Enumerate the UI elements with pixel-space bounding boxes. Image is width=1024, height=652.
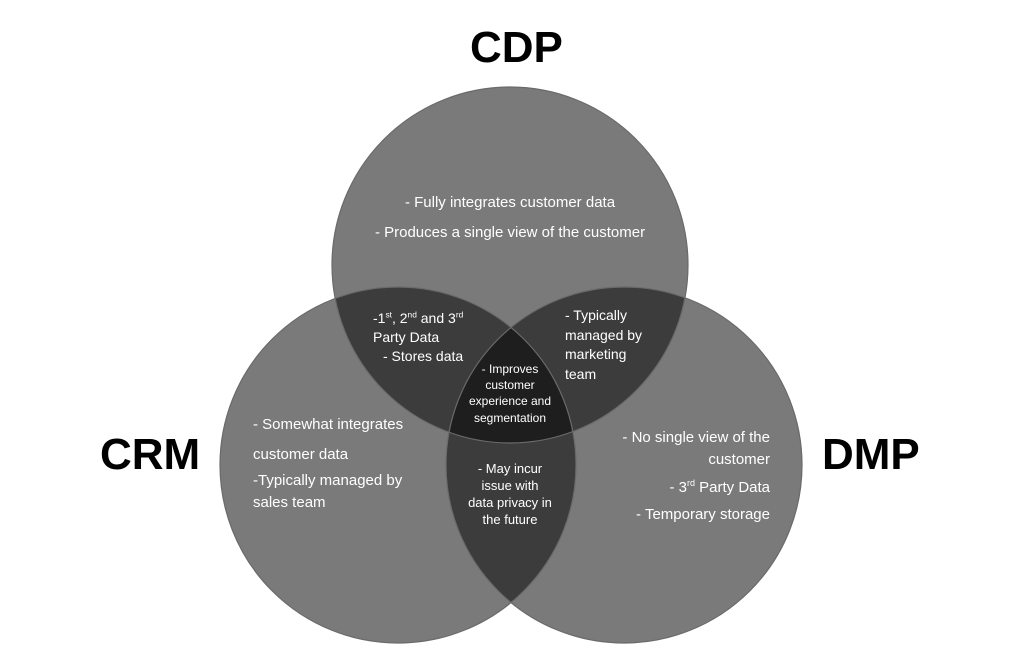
overlap-center — [446, 287, 576, 443]
cdp-crm-text-2: - Stores data — [383, 347, 464, 364]
label-dmp: DMP — [822, 430, 920, 479]
region-cdp-dmp: - Typically managed by marketing team — [565, 306, 661, 384]
dmp-text-3: - Temporary storage — [636, 506, 770, 524]
dmp-text-1: - No single view of the customer — [622, 429, 770, 468]
region-crm-dmp: - May incur issue with data privacy in t… — [468, 461, 552, 529]
region-cdp-only: - Fully integrates customer data - Produ… — [368, 192, 652, 244]
label-crm: CRM — [100, 430, 201, 479]
crm-text-2: -Typically managed by sales team — [253, 472, 403, 511]
crm-dmp-text-1: - May incur issue with data privacy in t… — [468, 461, 552, 527]
region-cdp-crm: -1st, 2nd and 3rd Party Data - Stores da… — [373, 309, 493, 366]
cdp-text-2: - Produces a single view of the customer — [374, 223, 646, 241]
center-text-1: - Improves customer experience and segme… — [468, 362, 552, 425]
region-dmp-only: - No single view of the customer - 3rd P… — [584, 427, 770, 526]
crm-text-1: - Somewhat integrates customer data — [253, 416, 404, 463]
region-center: - Improves customer experience and segme… — [465, 361, 555, 426]
cdp-crm-text-1: -1st, 2nd and 3rd Party Data — [373, 309, 464, 345]
label-cdp: CDP — [470, 23, 563, 72]
cdp-dmp-text-1: - Typically managed by marketing team — [565, 307, 643, 382]
cdp-text-1: - Fully integrates customer data — [404, 194, 616, 211]
dmp-text-2: - 3rd Party Data — [669, 477, 770, 496]
region-crm-only: - Somewhat integrates customer data -Typ… — [253, 410, 435, 514]
